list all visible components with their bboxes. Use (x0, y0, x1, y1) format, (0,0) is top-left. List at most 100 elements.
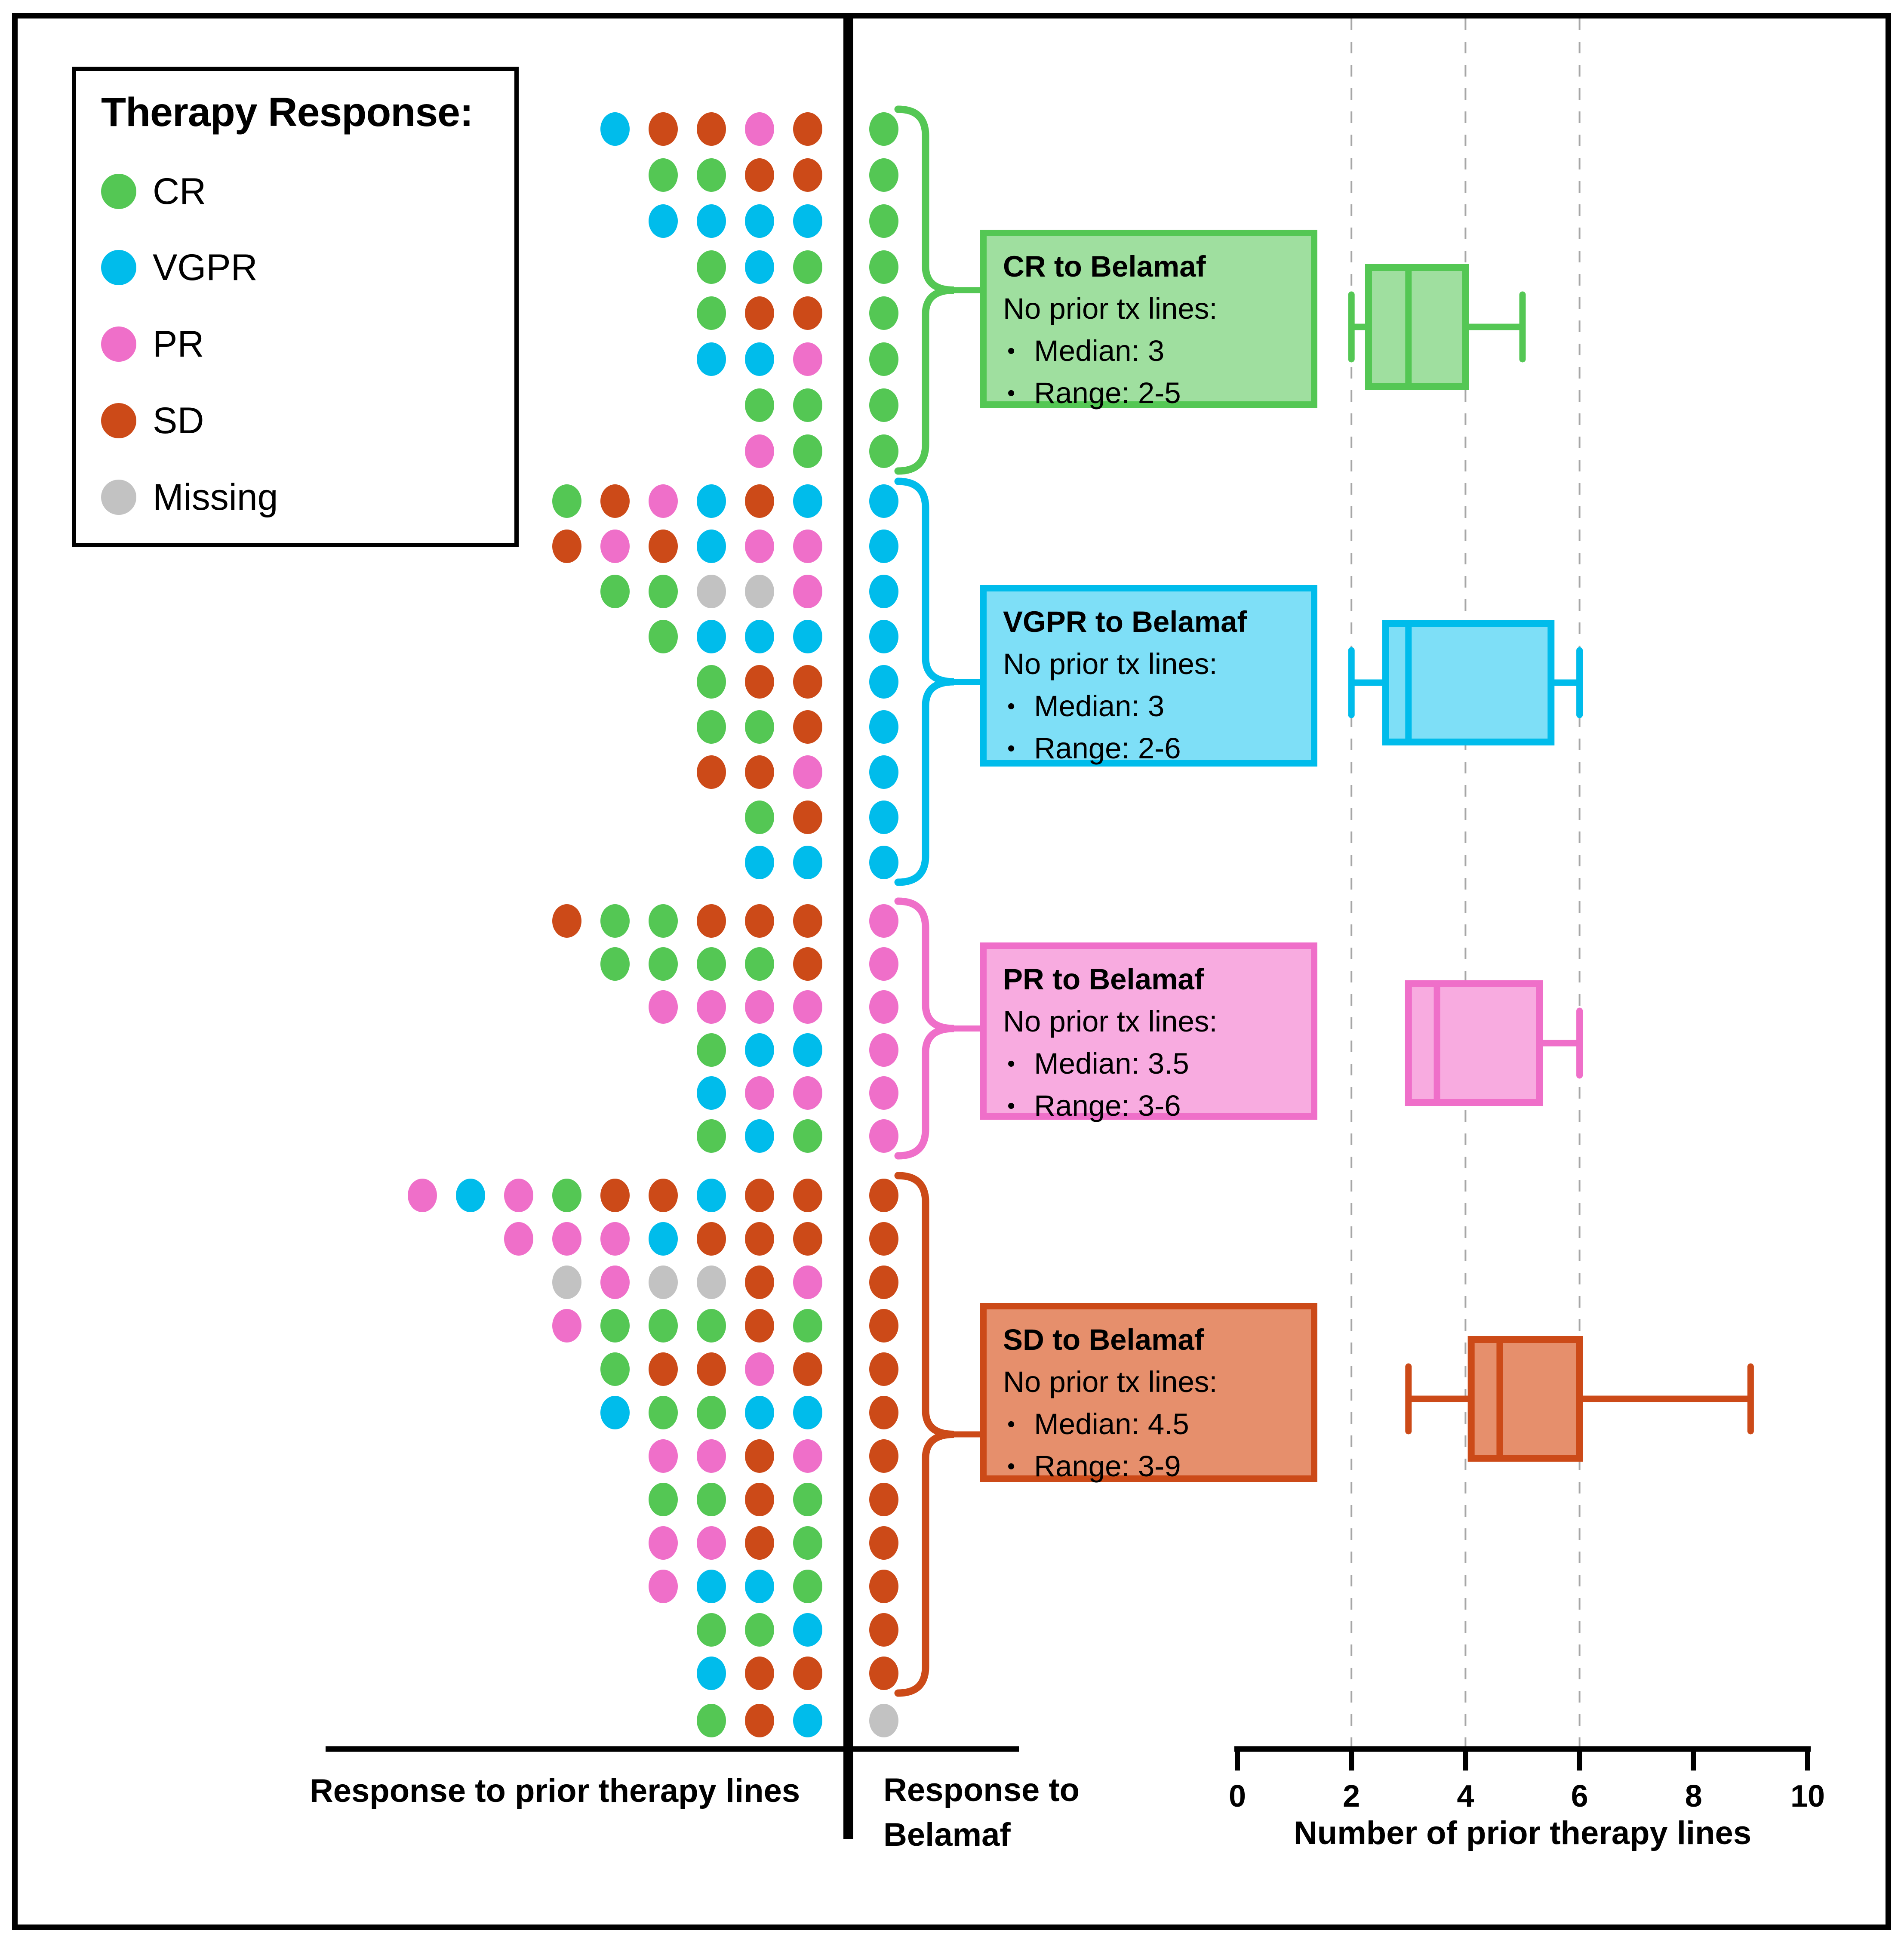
prior-response-dot (649, 1266, 678, 1299)
prior-response-dot (745, 296, 774, 330)
axis-tick-label-2: 2 (1343, 1779, 1360, 1814)
prior-response-dot (649, 158, 678, 192)
x-label-belamaf: Response to Belamaf (883, 1772, 1080, 1861)
prior-response-dot (697, 904, 726, 938)
prior-response-dot (745, 904, 774, 938)
prior-response-dot (793, 1483, 822, 1516)
annotation-title: PR to Belamaf (1003, 963, 1204, 996)
annotation-range-text: Range: 3-6 (1034, 1089, 1181, 1122)
legend-item-label: SD (153, 400, 204, 441)
prior-response-dot (745, 1266, 774, 1299)
prior-response-dot (793, 1526, 822, 1560)
belamaf-response-dot (869, 296, 898, 330)
prior-response-dot (793, 1119, 822, 1153)
axis-tick-8 (1691, 1749, 1696, 1771)
annotation-range-text: Range: 3-9 (1034, 1449, 1181, 1483)
annotation-median-text: Median: 4.5 (1034, 1407, 1189, 1441)
annotation-subtitle: No prior tx lines: (1003, 292, 1218, 325)
belamaf-response-dot (869, 990, 898, 1024)
prior-response-dot (600, 1309, 630, 1343)
prior-response-dot (504, 1222, 533, 1256)
annotation-pr: PR to Belamaf No prior tx lines: •Median… (980, 942, 1317, 1122)
prior-response-dot (793, 296, 822, 330)
prior-response-dot (697, 620, 726, 653)
axis-tick-6 (1577, 1749, 1582, 1771)
prior-response-dot (697, 1033, 726, 1067)
belamaf-response-dot (869, 1657, 898, 1690)
annotation-range: •Range: 2-6 (1003, 727, 1295, 770)
prior-response-dot (745, 1033, 774, 1067)
belamaf-response-dot (869, 342, 898, 376)
prior-response-dot (697, 342, 726, 376)
boxplot-axis-title: Number of prior therapy lines (1293, 1815, 1752, 1851)
prior-response-dot (793, 1657, 822, 1690)
belamaf-response-dot (869, 1222, 898, 1256)
bullet-icon: • (1007, 1453, 1015, 1479)
box-iqr (1467, 1336, 1583, 1462)
prior-response-dot (649, 575, 678, 608)
legend-item-label: VGPR (153, 247, 258, 288)
prior-response-dot (793, 801, 822, 834)
dot-plot-baseline (326, 1746, 1019, 1752)
belamaf-response-dot (869, 1570, 898, 1603)
belamaf-response-dot (869, 801, 898, 834)
axis-tick-10 (1805, 1749, 1810, 1771)
prior-response-dot (793, 342, 822, 376)
belamaf-response-dot (869, 710, 898, 744)
annotation-range: • Range: 3-9 (1003, 1445, 1295, 1487)
prior-response-dot (745, 575, 774, 608)
belamaf-response-dot (869, 388, 898, 422)
prior-response-dot (697, 575, 726, 608)
prior-response-dot (745, 530, 774, 563)
prior-response-dot (697, 1309, 726, 1343)
axis-tick-0 (1235, 1749, 1240, 1771)
annotation-cr: CR to Belamaf No prior tx lines: •Median… (980, 230, 1317, 410)
prior-response-dot (745, 755, 774, 789)
prior-response-dot (649, 1439, 678, 1473)
belamaf-response-dot (869, 1352, 898, 1386)
prior-response-dot (793, 1033, 822, 1067)
prior-response-dot (793, 250, 822, 284)
prior-response-dot (697, 947, 726, 981)
prior-response-dot (745, 342, 774, 376)
prior-response-dot (793, 1179, 822, 1212)
belamaf-response-dot (869, 846, 898, 879)
annotation-sd: SD to Belamaf No prior tx lines: •Median… (980, 1303, 1317, 1483)
bullet-icon: • (1007, 693, 1015, 719)
legend-item-sd: SD (101, 401, 204, 440)
prior-response-dot (793, 1396, 822, 1429)
prior-response-dot (600, 1179, 630, 1212)
legend-dot-vgpr-icon (101, 250, 136, 285)
prior-response-dot (793, 530, 822, 563)
annotation-median-text: Median: 3 (1034, 689, 1165, 723)
prior-response-dot (745, 1613, 774, 1647)
prior-response-dot (552, 1266, 581, 1299)
belamaf-response-dot (869, 904, 898, 938)
prior-response-dot (649, 1483, 678, 1516)
belamaf-response-dot (869, 1033, 898, 1067)
bullet-icon: • (1007, 1093, 1015, 1118)
legend-dot-cr-icon (101, 174, 136, 209)
prior-response-dot (793, 1309, 822, 1343)
prior-response-dot (697, 1266, 726, 1299)
prior-response-dot (793, 388, 822, 422)
belamaf-response-dot (869, 1076, 898, 1110)
prior-response-dot (745, 1439, 774, 1473)
axis-tick-label-6: 6 (1571, 1779, 1588, 1814)
prior-response-dot (793, 904, 822, 938)
prior-response-dot (600, 947, 630, 981)
bullet-icon: • (1007, 1051, 1015, 1076)
belamaf-response-dot (869, 1526, 898, 1560)
box-iqr (1382, 620, 1555, 745)
prior-response-dot (793, 990, 822, 1024)
boxplot-sd (1405, 1336, 1754, 1462)
prior-response-dot (793, 1352, 822, 1386)
annotation-subtitle: No prior tx lines: (1003, 1004, 1218, 1038)
legend-item-vgpr: VGPR (101, 248, 258, 287)
prior-response-dot (697, 665, 726, 699)
prior-response-dot (745, 158, 774, 192)
prior-response-dot (745, 484, 774, 518)
belamaf-response-dot (869, 1704, 898, 1737)
prior-response-dot (793, 204, 822, 238)
